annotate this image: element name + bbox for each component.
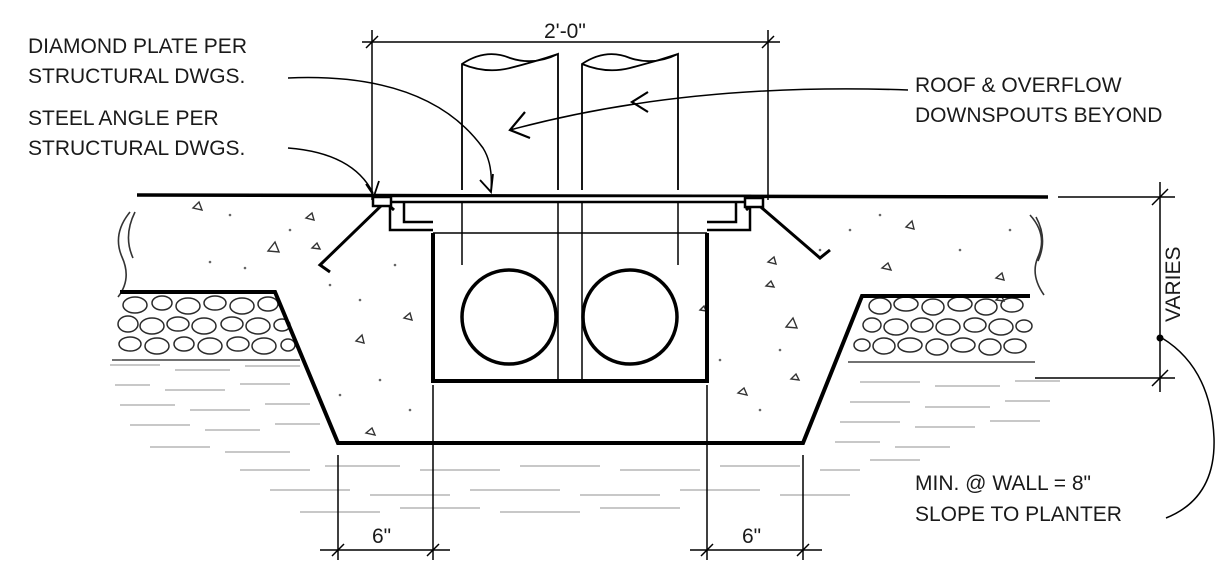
break-line-left [117,211,136,298]
excavation-outline [120,290,1030,445]
steel-angle-right-cap [743,196,765,209]
pipe-left [460,268,558,366]
dimension-top [362,30,780,200]
note-steel-angle-line2: STRUCTURAL DWGS. [28,137,245,160]
drain-box [431,233,709,383]
arrow-diamond-plate [479,173,494,195]
dimension-varies [1035,182,1175,392]
dimension-bottom-left [320,385,450,560]
arrow-downspouts [508,111,531,140]
concrete-speckles [208,213,1012,412]
leader-diamond-plate [287,76,493,191]
dimension-bottom-right [690,385,822,560]
leader-downspouts [509,88,909,131]
note-downspouts-line2: DOWNSPOUTS BEYOND [915,104,1162,127]
steel-angle-left [317,200,395,274]
pipe-right [581,268,679,366]
drain-frame-left [388,200,433,232]
dimension-bottom-right-label: 6" [742,525,761,548]
downspout-left [461,52,559,190]
subgrade-hatching [110,364,1060,513]
drain-frame-right [707,200,752,232]
gravel-layer-left [117,295,296,355]
note-slope-line2: SLOPE TO PLANTER [915,503,1122,526]
note-diamond-plate-line2: STRUCTURAL DWGS. [28,65,245,88]
concrete-aggregate-marks [191,200,1006,436]
arrow-steel-angle [365,180,380,199]
steel-angle-right [745,200,831,260]
downspout-right [581,52,679,190]
note-steel-angle-line1: STEEL ANGLE PER [28,107,219,130]
steel-angle-left-cap [371,195,393,208]
note-downspouts-line1: ROOF & OVERFLOW [915,74,1122,97]
arrow-downspouts-small [629,91,649,113]
dimension-varies-label: VARIES [1162,247,1185,322]
note-slope-line1: MIN. @ WALL = 8" [915,472,1091,495]
break-line-right [1029,214,1045,296]
leader-slope [1161,337,1215,519]
leader-steel-angle [287,147,374,194]
dimension-top-label: 2'-0" [544,20,586,43]
dimension-varies-dot [1156,334,1164,342]
gravel-layer-right [853,296,1033,356]
dimension-bottom-left-label: 6" [372,525,391,548]
note-diamond-plate-line1: DIAMOND PLATE PER [28,35,247,58]
diamond-plate [388,194,752,204]
